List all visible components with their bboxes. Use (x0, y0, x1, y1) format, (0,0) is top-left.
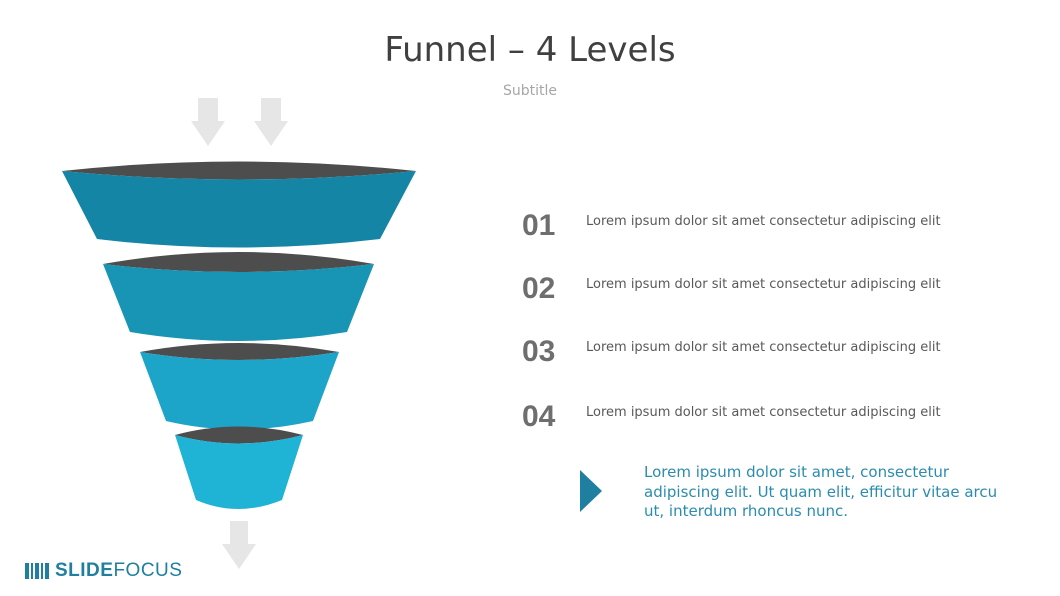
level-number: 01 (522, 209, 556, 242)
level-number: 04 (522, 400, 556, 433)
level-number: 02 (522, 272, 556, 305)
funnel-level-1 (62, 171, 416, 248)
funnel-level-2-rim (103, 252, 374, 272)
level-text: Lorem ipsum dolor sit amet consectetur a… (586, 277, 941, 292)
callout-chevron-icon (580, 470, 602, 512)
slidefocus-logo: SLIDEFOCUS (25, 560, 183, 581)
funnel-level-4 (175, 435, 303, 509)
level-row-4: 04 Lorem ipsum dolor sit amet consectetu… (522, 400, 942, 434)
logo-bars-icon (25, 563, 49, 579)
level-row-2: 02 Lorem ipsum dolor sit amet consectetu… (522, 272, 942, 306)
funnel-level-4-rim (175, 426, 303, 444)
callout-text: Lorem ipsum dolor sit amet, consectetur … (644, 463, 998, 520)
level-number: 03 (522, 335, 556, 368)
input-arrow-icon (254, 98, 288, 146)
level-text: Lorem ipsum dolor sit amet consectetur a… (586, 340, 941, 355)
level-row-3: 03 Lorem ipsum dolor sit amet consectetu… (522, 335, 942, 369)
logo-text-bold: SLIDE (55, 560, 114, 581)
output-arrow-icon (222, 521, 256, 569)
funnel-level-3 (140, 352, 339, 430)
logo-text-light: FOCUS (113, 560, 183, 581)
slide-subtitle: Subtitle (502, 83, 558, 99)
slide-title: Funnel – 4 Levels (384, 30, 676, 70)
funnel-level-1-rim (62, 161, 416, 180)
level-text: Lorem ipsum dolor sit amet consectetur a… (586, 214, 941, 229)
funnel-level-2 (103, 264, 374, 341)
level-text: Lorem ipsum dolor sit amet consectetur a… (586, 405, 941, 420)
funnel-level-3-rim (140, 343, 339, 360)
input-arrow-icon (191, 98, 225, 146)
level-row-1: 01 Lorem ipsum dolor sit amet consectetu… (522, 209, 942, 243)
